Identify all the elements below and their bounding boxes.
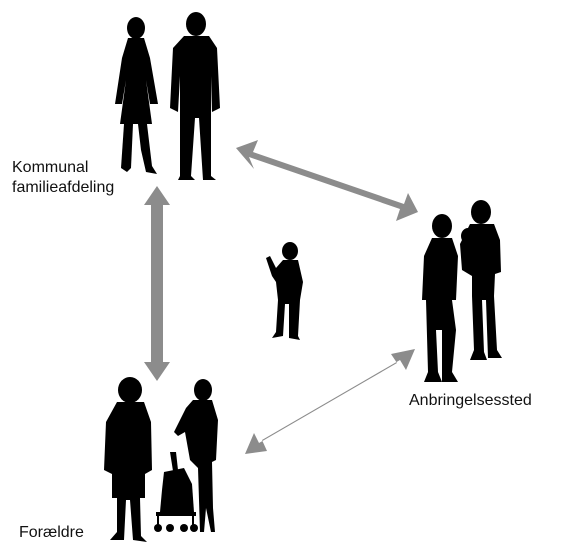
label-kommunal-familieafdeling: Kommunal familieafdeling bbox=[12, 158, 114, 198]
parent-woman-silhouette bbox=[104, 377, 152, 542]
stroller-icon bbox=[154, 452, 198, 532]
label-kommunal-line2: familieafdeling bbox=[12, 179, 115, 196]
caseworker-man-silhouette bbox=[170, 12, 220, 180]
foster-man-with-child-silhouette bbox=[460, 200, 502, 360]
foster-woman-silhouette bbox=[422, 214, 458, 382]
child-silhouette bbox=[266, 242, 303, 340]
label-anbringelsessted: Anbringelsessted bbox=[409, 392, 532, 409]
arrow-anbringelse-foraeldre bbox=[245, 349, 415, 454]
arrow-kommunal-anbringelse bbox=[236, 140, 418, 221]
arrow-kommunal-foraeldre bbox=[144, 186, 170, 381]
parent-with-stroller-silhouette bbox=[174, 379, 218, 532]
label-foraeldre: Forældre bbox=[19, 524, 84, 541]
caseworker-woman-silhouette bbox=[115, 17, 158, 174]
label-kommunal-line1: Kommunal bbox=[12, 159, 89, 176]
